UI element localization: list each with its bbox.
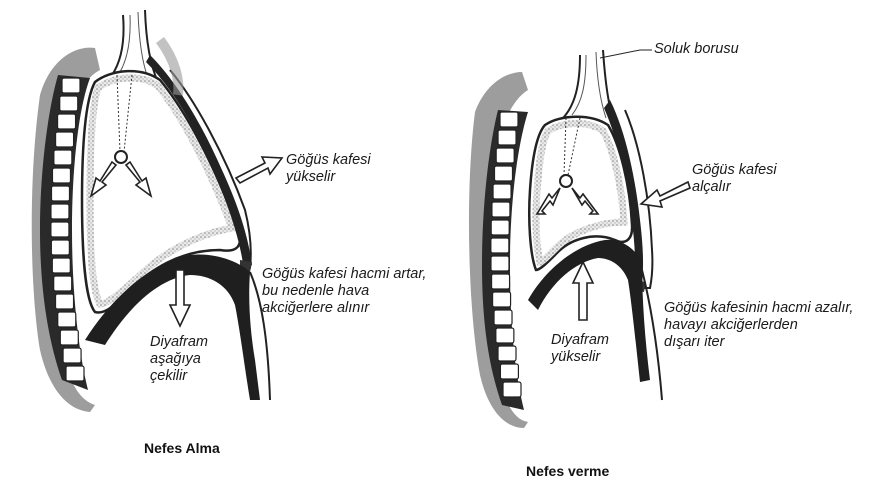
- vertebra: [493, 292, 511, 307]
- vertebra: [491, 220, 509, 235]
- vertebra: [58, 312, 76, 327]
- inhale-diaphragm-label-line-1: Diyafram: [150, 334, 208, 351]
- exhale-diaphragm-arrow-icon: [573, 262, 593, 320]
- vertebra: [494, 166, 512, 181]
- vertebra: [500, 112, 518, 127]
- vertebra: [56, 294, 74, 309]
- vertebra: [492, 202, 510, 217]
- inhale-volume-label: Göğüs kafesi hacmi artar, bu nedenle hav…: [262, 266, 426, 317]
- vertebra: [51, 204, 69, 219]
- exhale-trachea-label: Soluk borusu: [654, 41, 739, 58]
- vertebra: [52, 168, 70, 183]
- vertebra: [51, 222, 69, 237]
- vertebra: [494, 310, 512, 325]
- vertebra: [491, 256, 509, 271]
- inhale-rib-label: Göğüs kafesi yükselir: [286, 152, 371, 186]
- vertebra: [66, 366, 84, 381]
- inhale-diaphragm-label: Diyafram aşağıya çekilir: [150, 334, 208, 385]
- exhale-volume-label-line-2: havayı akciğerlerden: [664, 317, 853, 334]
- vertebra: [62, 78, 80, 93]
- vertebra: [498, 346, 516, 361]
- exhale-rib-arrow-icon: [641, 182, 690, 207]
- inhale-diaphragm-label-line-2: aşağıya: [150, 351, 208, 368]
- exhale-diaphragm-label-line-2: yükselir: [551, 349, 609, 366]
- vertebra: [503, 382, 521, 397]
- vertebra: [54, 276, 72, 291]
- exhale-volume-label-line-3: dışarı iter: [664, 334, 853, 351]
- vertebra: [51, 240, 69, 255]
- inhale-volume-label-line-3: akciğerlere alınır: [262, 300, 426, 317]
- vertebra: [63, 348, 81, 363]
- vertebra: [498, 130, 516, 145]
- vertebra: [52, 258, 70, 273]
- vertebra: [51, 186, 69, 201]
- vertebra: [492, 274, 510, 289]
- exhale-lung-center: [560, 175, 572, 187]
- inhale-rib-arrow-icon: [236, 157, 282, 183]
- inhale-diaphragm-label-line-3: çekilir: [150, 368, 208, 385]
- vertebra: [493, 184, 511, 199]
- exhale-diaphragm-label: Diyafram yükselir: [551, 332, 609, 366]
- inhale-rib-label-line-1: Göğüs kafesi: [286, 152, 371, 169]
- exhale-rib-label: Göğüs kafesi alçalır: [692, 162, 777, 196]
- vertebra: [496, 328, 514, 343]
- vertebra: [491, 238, 509, 253]
- exhale-volume-label-line-1: Göğüs kafesinin hacmi azalır,: [664, 300, 853, 317]
- vertebra: [496, 148, 514, 163]
- exhale-rib-label-line-1: Göğüs kafesi: [692, 162, 777, 179]
- exhale-caption: Nefes verme: [526, 463, 609, 479]
- inhale-rib-label-line-2: yükselir: [286, 169, 371, 186]
- exhale-volume-label: Göğüs kafesinin hacmi azalır, havayı akc…: [664, 300, 853, 351]
- exhale-rib-label-line-2: alçalır: [692, 179, 777, 196]
- vertebra: [54, 150, 72, 165]
- inhale-lung-center: [115, 151, 127, 163]
- inhale-caption: Nefes Alma: [144, 440, 220, 456]
- vertebra: [60, 96, 78, 111]
- vertebra: [56, 132, 74, 147]
- vertebra: [60, 330, 78, 345]
- inhale-volume-label-line-2: bu nedenle hava: [262, 283, 426, 300]
- vertebra: [500, 364, 518, 379]
- exhale-diaphragm-label-line-1: Diyafram: [551, 332, 609, 349]
- exhale-panel: [469, 50, 690, 428]
- vertebra: [58, 114, 76, 129]
- inhale-volume-label-line-1: Göğüs kafesi hacmi artar,: [262, 266, 426, 283]
